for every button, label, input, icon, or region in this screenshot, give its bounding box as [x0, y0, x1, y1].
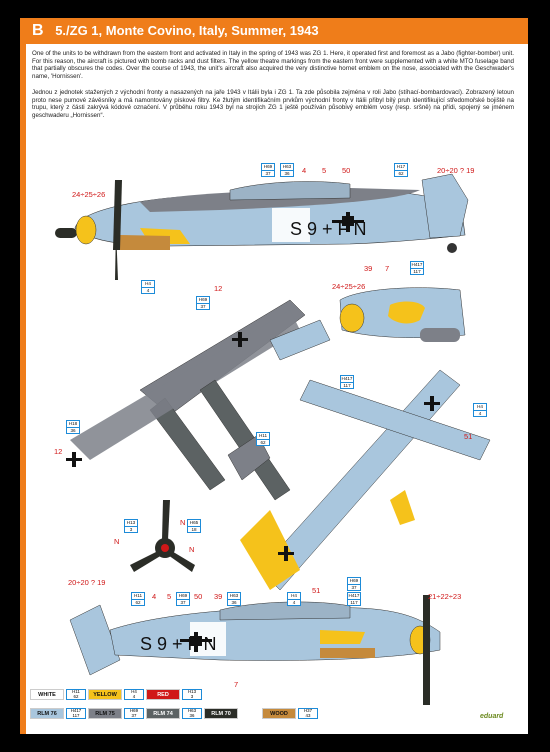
profile-title: B 5./ZG 1, Monte Covino, Italy, Summer, … [32, 22, 319, 40]
callout-12-left: 12 [54, 447, 63, 456]
callout-7: 7 [385, 264, 390, 273]
callout-tail: 20÷20 ? 19 [437, 166, 475, 175]
profile-letter: B [32, 22, 44, 39]
callout-nose-detail: 24÷25÷26 [332, 282, 366, 291]
callout-n-prop-left: N [114, 537, 120, 546]
propeller-front-view [130, 500, 195, 572]
profile-unit-title: 5./ZG 1, Monte Covino, Italy, Summer, 19… [55, 23, 319, 38]
callout-5-bottom: 5 [167, 592, 172, 601]
callout-50: 50 [342, 166, 351, 175]
top-view [66, 299, 306, 501]
description-english: One of the units to be withdrawn from th… [32, 50, 514, 80]
callout-4-bottom: 4 [152, 592, 157, 601]
fuselage-code-bottom: S 9 + F N [140, 634, 217, 654]
callout-12-top: 12 [214, 284, 223, 293]
legend-swatch: RLM 75 [88, 708, 122, 719]
side-view-top: S 9 + F N [55, 173, 469, 280]
legend-swatch: WHITE [30, 689, 64, 700]
brand-logo: eduard [480, 713, 504, 720]
title-band [20, 18, 528, 44]
callout-n-prop-right: N [180, 518, 186, 527]
legend-swatch: YELLOW [88, 689, 122, 700]
callout-7-bottom: 7 [234, 680, 239, 689]
callout-51-right: 51 [464, 432, 473, 441]
callout-tail-bottom: 20÷20 ? 19 [68, 578, 106, 587]
fuselage-code-top: S 9 + F N [290, 219, 367, 239]
callout-nose-emblem: 24÷25÷26 [72, 190, 106, 199]
legend-swatch: RED [146, 689, 180, 700]
callout-39: 39 [364, 264, 373, 273]
bottom-view [240, 319, 491, 591]
nose-detail [339, 287, 466, 342]
side-band [20, 44, 26, 734]
callout-51-bottom: 51 [312, 586, 321, 595]
legend-swatch: RLM 74 [146, 708, 180, 719]
description-czech: Jednou z jednotek stažených z východní f… [32, 89, 514, 119]
legend-swatch: RLM 76 [30, 708, 64, 719]
callout-4: 4 [302, 166, 307, 175]
callout-50-bottom: 50 [194, 592, 203, 601]
callout-5: 5 [322, 166, 327, 175]
side-view-bottom: S 9 + F N [69, 595, 441, 705]
callout-n-prop-bottom: N [189, 545, 195, 554]
legend-swatch: WOOD [262, 708, 296, 719]
legend-swatch: RLM 70 [204, 708, 238, 719]
aircraft-illustrations: S 9 + F N [55, 173, 491, 705]
callout-spinner: 21÷22÷23 [428, 592, 462, 601]
callout-39-bottom: 39 [214, 592, 223, 601]
